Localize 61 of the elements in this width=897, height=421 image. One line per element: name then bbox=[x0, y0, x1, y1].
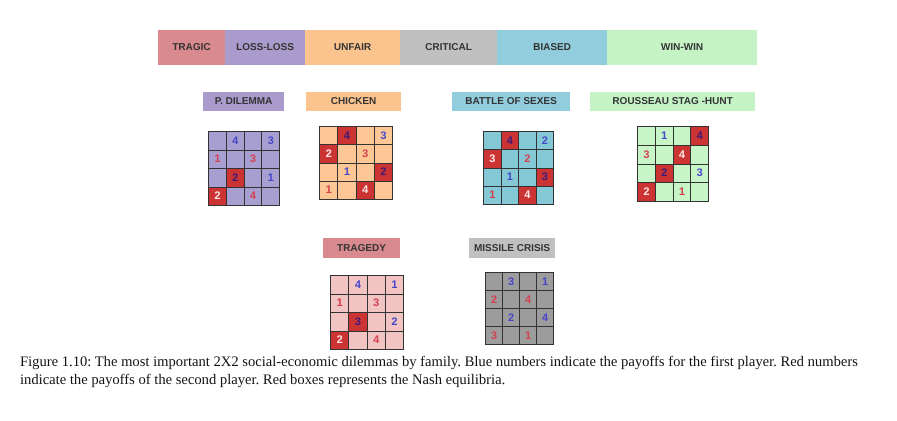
payoff-cell: 3 bbox=[374, 127, 392, 144]
legend-label: WIN-WIN bbox=[660, 42, 704, 53]
payoff-cell: 1 bbox=[484, 186, 500, 204]
equilibrium-payoff-cell: 3 bbox=[536, 168, 553, 186]
payoff-cell: 3 bbox=[638, 146, 655, 164]
equilibrium-payoff-cell: 4 bbox=[502, 132, 518, 150]
game-title-label: MISSILE CRISIS bbox=[469, 238, 555, 258]
payoff-cell: 1 bbox=[520, 327, 536, 344]
payoff-cell: 2 bbox=[519, 150, 536, 168]
equilibrium-payoff-cell: 4 bbox=[338, 127, 356, 144]
payoff-cell: 2 bbox=[536, 132, 553, 150]
payoff-cell: 4 bbox=[349, 276, 366, 294]
payoff-cell: 1 bbox=[386, 276, 403, 294]
payoff-cell: 1 bbox=[338, 164, 356, 181]
payoff-cell: 1 bbox=[209, 150, 226, 168]
payoff-cell: 3 bbox=[503, 273, 519, 290]
payoff-cell: 1 bbox=[502, 168, 518, 186]
equilibrium-payoff-cell: 3 bbox=[349, 313, 366, 330]
game-title-label: ROUSSEAU STAG -HUNT bbox=[590, 92, 755, 111]
payoff-cell: 3 bbox=[262, 132, 279, 150]
payoff-cell: 1 bbox=[674, 183, 690, 201]
payoff-cell: 3 bbox=[244, 150, 262, 168]
game-title-label: CHICKEN bbox=[306, 92, 401, 111]
equilibrium-payoff-cell: 2 bbox=[226, 169, 244, 186]
payoff-cell: 4 bbox=[520, 291, 536, 308]
legend-label: TRAGIC bbox=[172, 42, 211, 53]
legend-label: BIASED bbox=[533, 42, 571, 53]
equilibrium-payoff-cell: 4 bbox=[691, 127, 708, 145]
payoff-cell: 2 bbox=[503, 309, 519, 326]
game-title-label: P. DILEMMA bbox=[203, 92, 284, 111]
game-title-label: BATTLE OF SEXES bbox=[452, 92, 570, 111]
payoff-cell: 4 bbox=[537, 309, 553, 326]
payoff-cell: 1 bbox=[656, 127, 672, 145]
game-title-label: TRAGEDY bbox=[323, 238, 400, 258]
equilibrium-payoff-cell: 2 bbox=[638, 183, 655, 201]
payoff-cell: 3 bbox=[486, 327, 502, 344]
equilibrium-payoff-cell: 2 bbox=[374, 164, 392, 181]
payoff-cell: 4 bbox=[226, 132, 244, 150]
equilibrium-payoff-cell: 2 bbox=[209, 188, 226, 205]
equilibrium-payoff-cell: 2 bbox=[331, 332, 348, 349]
legend-label: UNFAIR bbox=[334, 42, 372, 53]
payoff-cell: 3 bbox=[368, 294, 385, 312]
payoff-cell: 1 bbox=[537, 273, 553, 290]
payoff-cell: 4 bbox=[244, 188, 262, 205]
payoff-cell: 2 bbox=[486, 291, 502, 308]
payoff-cell: 1 bbox=[320, 182, 338, 199]
payoff-cell: 1 bbox=[331, 294, 348, 312]
payoff-cell: 3 bbox=[691, 164, 708, 182]
legend-label: CRITICAL bbox=[425, 42, 472, 53]
equilibrium-payoff-cell: 4 bbox=[356, 182, 374, 199]
equilibrium-payoff-cell: 3 bbox=[484, 150, 500, 168]
legend-label: LOSS-LOSS bbox=[236, 42, 294, 53]
payoff-cell: 4 bbox=[368, 332, 385, 349]
payoff-cell: 3 bbox=[356, 145, 374, 162]
payoff-cell: 1 bbox=[262, 169, 279, 186]
equilibrium-payoff-cell: 2 bbox=[656, 164, 672, 182]
equilibrium-payoff-cell: 2 bbox=[320, 145, 338, 162]
payoff-cell: 2 bbox=[386, 313, 403, 330]
figure-caption: Figure 1.10: The most important 2X2 social-economic dilemmas by family. Blue numbers indicate the payoffs for the first player. Red numbers indicate the payoffs of the second player. Red boxes represents the Nash equilibria. bbox=[20, 353, 859, 389]
equilibrium-payoff-cell: 4 bbox=[674, 146, 690, 164]
equilibrium-payoff-cell: 4 bbox=[519, 186, 536, 204]
